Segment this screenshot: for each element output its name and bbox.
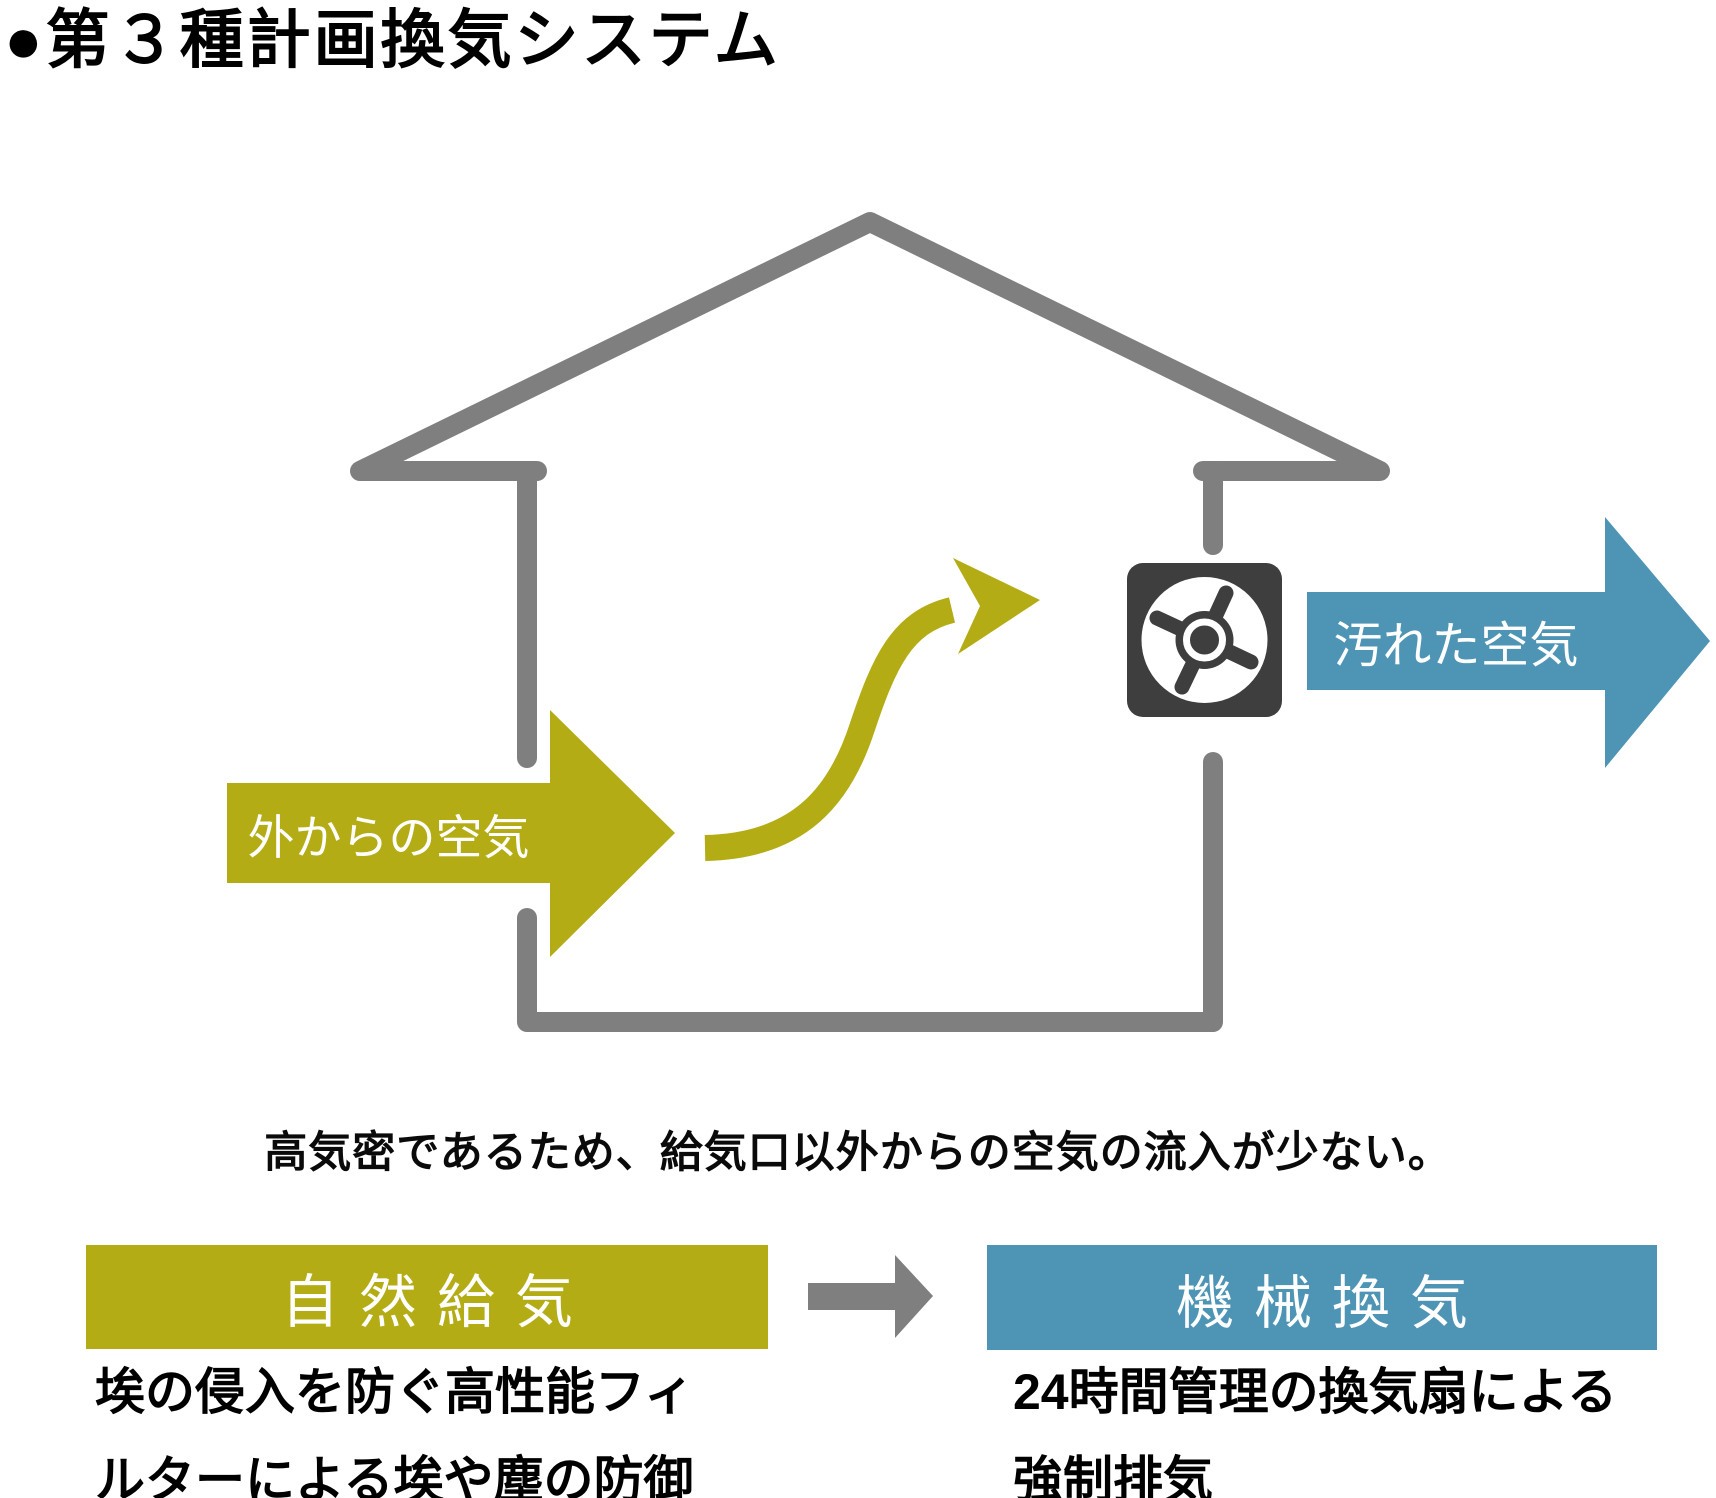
- page-title: ●第３種計画換気システム: [4, 4, 781, 76]
- legend-mechanical-ventilation-box: 機械換気: [987, 1245, 1657, 1350]
- natural-supply-description: 埃の侵入を防ぐ高性能フィ ルターによる埃や塵の防御: [95, 1348, 795, 1498]
- supply-arrow-label: 外からの空気: [247, 810, 530, 864]
- exhaust-fan-icon: [1127, 563, 1282, 717]
- diagram-caption: 高気密であるため、給気口以外からの空気の流入が少ない。: [264, 1129, 1452, 1177]
- house-outline: [350, 212, 1390, 1032]
- airflow-curve-arrowhead-icon: [953, 558, 1040, 654]
- mechanical-ventilation-description-line1: 24時間管理の換気扇による: [1013, 1364, 1618, 1420]
- natural-supply-description-line2: ルターによる埃や塵の防御: [95, 1452, 694, 1498]
- exhaust-arrow-shape: [1307, 517, 1710, 768]
- airflow-curve-stroke: [704, 597, 956, 861]
- exhaust-arrow-label: 汚れた空気: [1333, 618, 1579, 673]
- roof-and-eaves: [350, 212, 1390, 481]
- mechanical-ventilation-description-line2: 強制排気: [1013, 1452, 1213, 1498]
- natural-supply-description-line1: 埃の侵入を防ぐ高性能フィ: [95, 1364, 694, 1420]
- legend-flow-arrow-icon: [808, 1255, 933, 1338]
- supply-arrow-shape: [227, 710, 675, 957]
- mechanical-ventilation-description: 24時間管理の換気扇による 強制排気: [1013, 1348, 1713, 1498]
- left-wall-floor-right-wall: [517, 752, 1223, 1032]
- airflow-curve-arrow: [704, 558, 1040, 861]
- legend-natural-supply-box: 自然給気: [86, 1245, 768, 1349]
